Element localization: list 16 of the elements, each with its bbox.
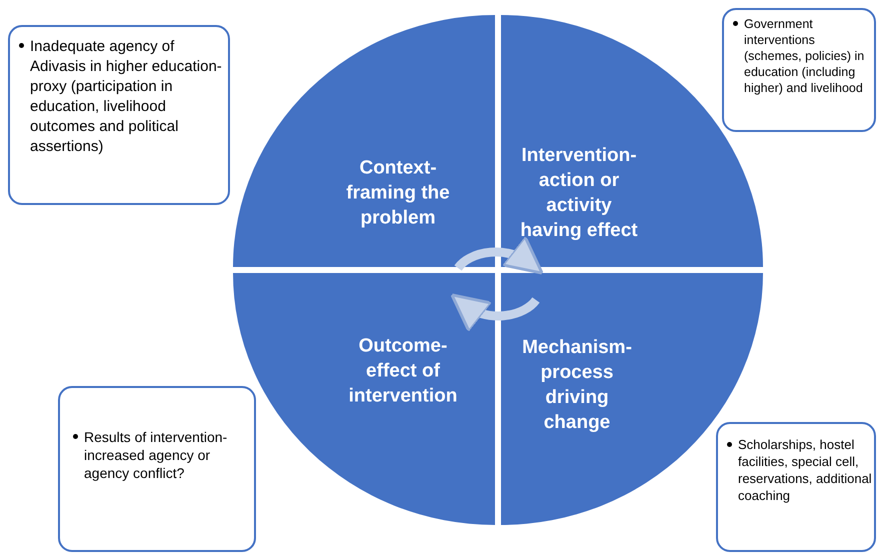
- cycle-arrow: [450, 294, 540, 332]
- callout-box: [8, 25, 230, 205]
- cycle-arrow: [454, 236, 544, 274]
- quadrant-title: Mechanism- process driving change: [521, 336, 633, 435]
- quadrant-segment: [233, 15, 495, 267]
- quadrant-title: Outcome- effect of intervention: [348, 334, 458, 408]
- callout-box: [58, 386, 256, 552]
- quadrant-segment: [233, 273, 495, 525]
- quadrant-title: Intervention- action or activity having effect: [519, 144, 639, 243]
- quadrant-title: Context- framing the problem: [345, 156, 451, 230]
- bullet-text: Results of intervention- increased agency or agency conflict?: [72, 428, 256, 482]
- bullet-text: Scholarships, hostel facilities, special cell, reservations, additional coaching: [726, 436, 878, 504]
- callout-box: [716, 422, 876, 552]
- bullet-text: Government interventions (schemes, policies) in education (including higher) and livelihood: [732, 16, 872, 96]
- bullet-text: Inadequate agency of Adivasis in higher education- proxy (participation in education, livelihood outcomes and political assertions): [18, 37, 230, 157]
- callout-box: [722, 8, 876, 132]
